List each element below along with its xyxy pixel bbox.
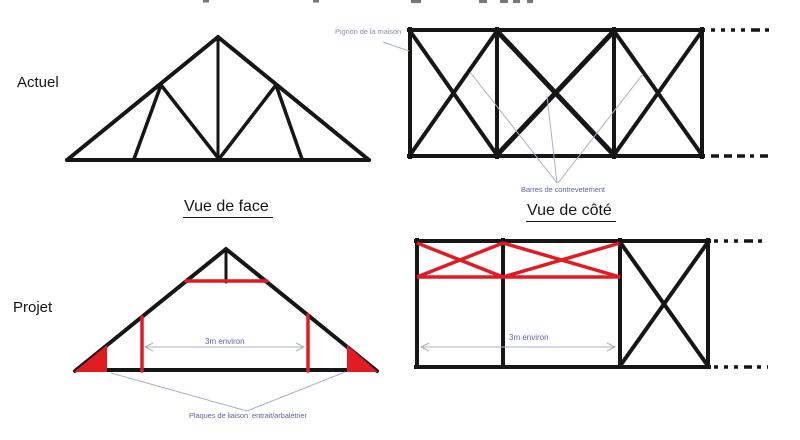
crop-mark: [500, 0, 508, 3]
actuel-side-frame: [407, 27, 769, 159]
plaques-leader-right: [246, 371, 346, 412]
projet-front-truss: [73, 247, 379, 373]
left-strut-inner: [159, 83, 221, 161]
left-strut-outer: [132, 83, 163, 161]
panel3-brace-b: [618, 240, 710, 368]
crop-mark: [513, 0, 520, 3]
cropped-title-marks: [203, 0, 533, 3]
arrowhead-right: [606, 342, 617, 352]
right-rafter: [216, 35, 371, 162]
right-strut-outer: [274, 83, 304, 161]
crop-mark: [313, 0, 319, 3]
red-gusset-plate-left: [74, 345, 107, 372]
plaques-leader-left: [110, 372, 248, 412]
pignon-leader-line: [382, 41, 410, 52]
caption-vue-de-face: Vue de face: [183, 198, 273, 219]
red-panel1-brace-b: [416, 241, 504, 279]
annotation-pignon: Pignon de la maison: [335, 27, 402, 36]
dimension-label-side: 3m environ: [509, 333, 549, 342]
arrowhead-right: [295, 342, 306, 352]
annotation-leaders-top: [382, 41, 644, 184]
projet-side-frame: [414, 238, 768, 369]
panel2-brace-b: [495, 29, 616, 157]
panel1-brace-b: [408, 29, 499, 157]
arrowhead-left: [143, 342, 154, 352]
red-panel2-brace-b: [502, 241, 621, 279]
crop-mark: [203, 0, 209, 3]
side-dimension-arrow: [419, 342, 617, 352]
caption-vue-de-cote: Vue de côté: [526, 202, 616, 223]
right-strut-inner: [217, 83, 278, 161]
front-dimension-arrow: [143, 342, 306, 352]
barres-leader-left: [469, 71, 558, 184]
barres-leader-middle: [546, 95, 558, 184]
row-label-projet: Projet: [13, 299, 53, 316]
red-gusset-plate-right: [347, 345, 378, 372]
panel3-brace-b: [612, 29, 704, 157]
plaques-leaders: [110, 371, 346, 412]
dimension-label-front: 3m environ: [205, 337, 245, 346]
actuel-front-truss: [65, 35, 371, 162]
arrowhead-left: [419, 342, 430, 352]
annotation-barres: Barres de contrevetement: [521, 185, 605, 194]
left-rafter: [65, 35, 220, 162]
annotation-plaques: Plaques de liaison entrait/arbalétrier: [189, 411, 307, 420]
crop-mark: [527, 0, 533, 3]
crop-mark: [479, 0, 487, 3]
crop-mark: [411, 0, 421, 3]
barres-leader-right: [557, 73, 644, 184]
row-label-actuel: Actuel: [17, 74, 59, 91]
